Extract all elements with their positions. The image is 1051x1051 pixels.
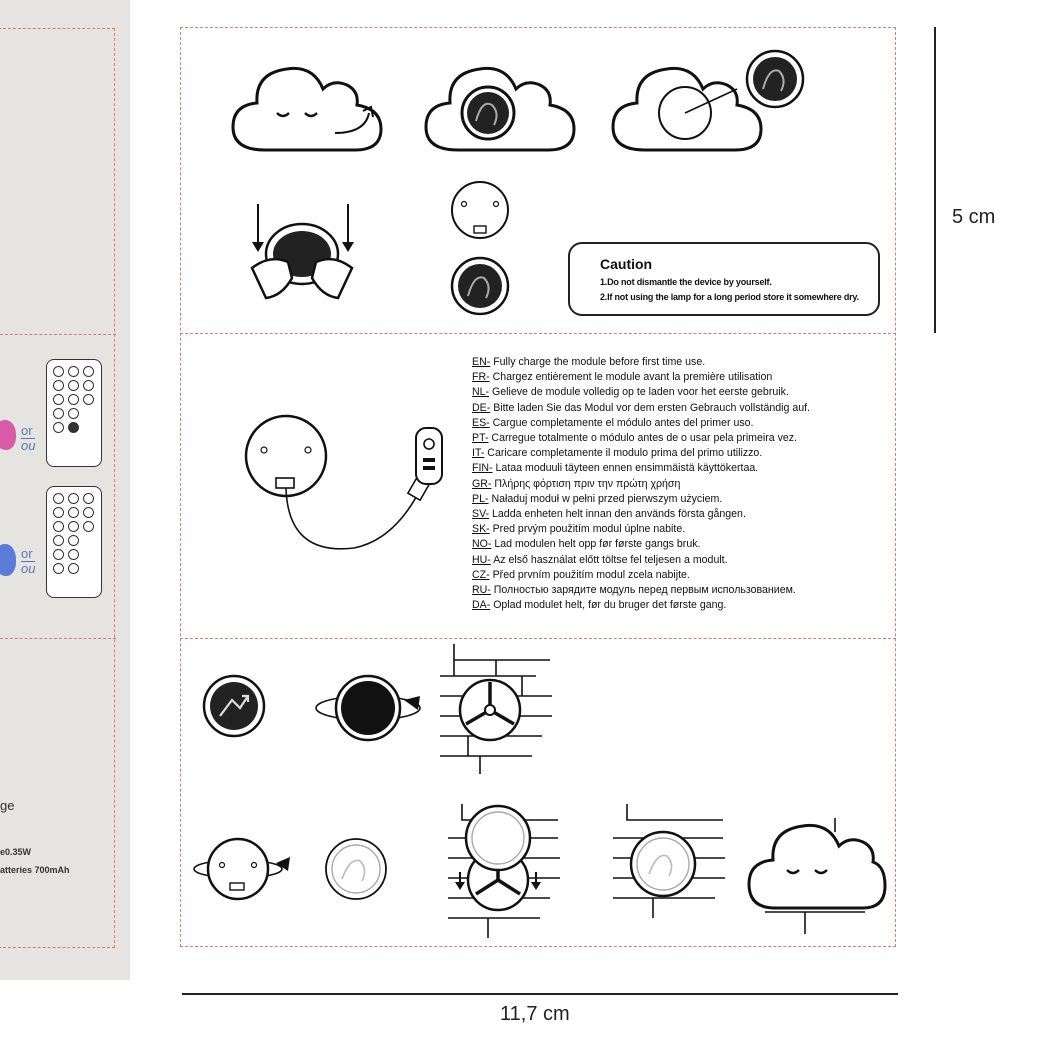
left-cut-border — [0, 28, 115, 948]
lang-row-pl: PL- Naładuj moduł w pełni przed pierwszy… — [472, 492, 723, 505]
lang-row-hu: HU- Az első használat előtt töltse fel t… — [472, 553, 728, 566]
caution-title: Caution — [600, 256, 653, 272]
lang-row-de: DE- Bitte laden Sie das Modul vor dem er… — [472, 401, 811, 414]
lang-row-fin: FIN- Lataa moduuli täyteen ennen ensimmä… — [472, 462, 759, 475]
height-dimension-label: 5 cm — [952, 206, 996, 228]
width-dimension-line — [182, 993, 898, 995]
module-removal-illustration — [611, 49, 805, 152]
wall-mounted-module-illustration — [613, 804, 725, 918]
cloud-face-illustration — [231, 66, 383, 152]
blue-cloud-icon — [0, 544, 16, 576]
caution-line-1: 1.Do not dismantle the device by yoursel… — [600, 277, 772, 287]
module-front-light-illustration — [325, 838, 387, 900]
left-section-divider — [0, 334, 116, 335]
lang-row-sv: SV- Ladda enheten helt innan den används… — [472, 508, 746, 521]
module-back-twist-illustration — [193, 837, 290, 901]
module-dark-illustration — [202, 674, 266, 738]
charging-illustration — [244, 414, 443, 550]
lang-row-da: DA- Oplad modulet helt, før du bruger de… — [472, 599, 727, 612]
language-instructions: EN- Fully charge the module before first… — [472, 355, 892, 613]
section-divider — [180, 333, 896, 334]
power-partial-text: e0.35W — [0, 847, 32, 857]
wall-mount-bracket-illustration — [440, 644, 552, 774]
lang-row-no: NO- Lad modulen helt opp før første gang… — [472, 538, 701, 551]
lang-row-sk: SK- Pred prvým použitím modul úplne nabi… — [472, 523, 686, 536]
wall-mount-attach-illustration — [448, 804, 560, 938]
cut-border — [180, 27, 896, 947]
wall-mounted-cloud-illustration — [747, 818, 887, 934]
lang-row-cz: CZ- Před prvním použitím modul zcela nab… — [472, 568, 690, 581]
section-divider — [180, 638, 896, 639]
caution-line-2: 2.If not using the lamp for a long perio… — [600, 292, 859, 302]
cloud-with-module-illustration — [424, 66, 576, 152]
hands-pressing-illustration — [250, 204, 354, 300]
battery-partial-text: atteries 700mAh — [0, 865, 70, 875]
caution-box: Caution 1.Do not dismantle the device by… — [568, 242, 880, 316]
lang-row-nl: NL- Gelieve de module volledig op te lad… — [472, 386, 789, 399]
height-dimension-line — [934, 27, 936, 333]
lang-row-fr: FR- Chargez entièrement le module avant … — [472, 371, 773, 384]
lang-row-en: EN- Fully charge the module before first… — [472, 356, 706, 368]
lang-row-pt: PT- Carregue totalmente o módulo antes d… — [472, 432, 798, 445]
left-section-divider — [0, 638, 116, 639]
usage-partial-text: ge — [0, 798, 15, 813]
lang-row-gr: GR- Πλήρης φόρτιση πριν την πρώτη χρήση — [472, 477, 681, 490]
remote-control-icon — [46, 486, 102, 598]
module-back-front-illustration — [450, 181, 510, 316]
width-dimension-label: 11,7 cm — [500, 1003, 570, 1025]
lang-row-es: ES- Cargue completamente el módulo antes… — [472, 416, 754, 429]
pink-cloud-icon — [0, 420, 16, 450]
module-twist-illustration — [315, 674, 421, 742]
remote-control-icon — [46, 359, 102, 467]
lang-row-ru: RU- Полностью зарядите модуль перед перв… — [472, 584, 796, 597]
lang-row-it: IT- Caricare completamente il modulo pri… — [472, 447, 763, 460]
